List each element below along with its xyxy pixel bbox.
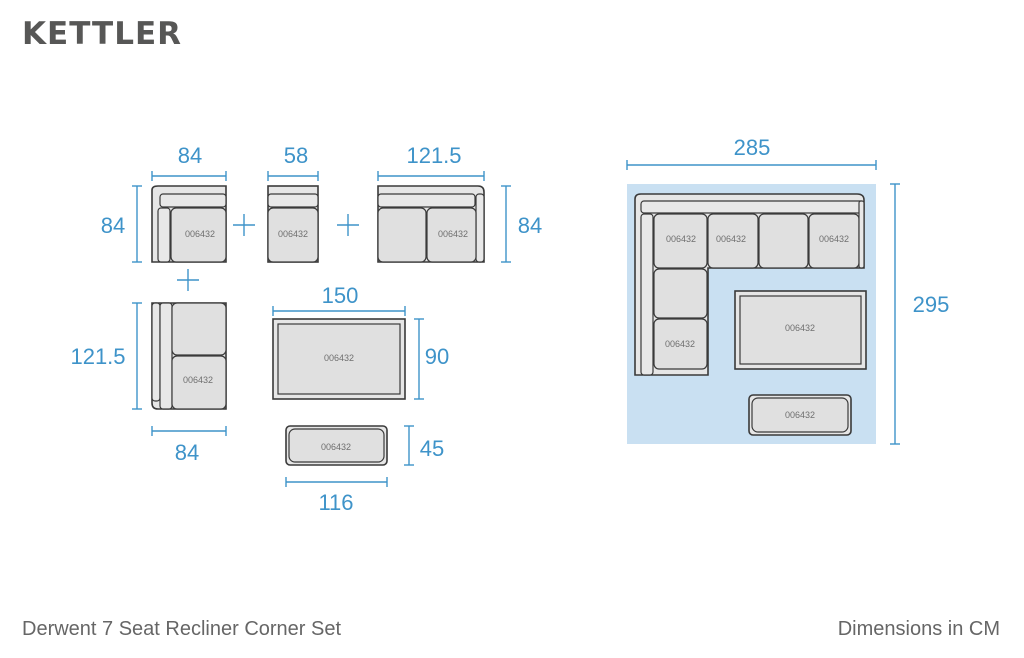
corner-module: 006432 84 84 xyxy=(101,143,227,263)
coffee-table: 006432 150 90 xyxy=(272,283,449,400)
units-note: Dimensions in CM xyxy=(837,618,1000,640)
side-two-seat-code: 006432 xyxy=(183,375,213,385)
armless-code: 006432 xyxy=(278,229,308,239)
layout-code-1: 006432 xyxy=(666,234,696,244)
armless-module: 006432 58 xyxy=(267,143,319,263)
two-seat-code: 006432 xyxy=(438,229,468,239)
table-depth-label: 90 xyxy=(425,344,449,369)
layout-table-code: 006432 xyxy=(785,323,815,333)
table-width-label: 150 xyxy=(322,283,359,308)
footstool-depth-label: 45 xyxy=(420,436,444,461)
product-title: Derwent 7 Seat Recliner Corner Set xyxy=(22,618,342,640)
footstool: 006432 116 45 xyxy=(285,425,444,515)
table-code: 006432 xyxy=(324,353,354,363)
layout-depth-label: 295 xyxy=(913,292,950,317)
plus-icons xyxy=(177,214,359,291)
layout-footstool-code: 006432 xyxy=(785,410,815,420)
two-seat-depth-label: 84 xyxy=(518,213,542,238)
footstool-code: 006432 xyxy=(321,442,351,452)
side-two-seat-length-label: 121.5 xyxy=(70,344,125,369)
footstool-width-label: 116 xyxy=(318,490,353,515)
corner-code: 006432 xyxy=(185,229,215,239)
side-two-seat-module: 006432 121.5 84 xyxy=(70,302,227,465)
kettler-logo: KETTLER xyxy=(22,16,183,52)
layout-code-2: 006432 xyxy=(716,234,746,244)
armless-width-label: 58 xyxy=(284,143,308,168)
corner-width-label: 84 xyxy=(178,143,202,168)
side-two-seat-width-label: 84 xyxy=(175,440,199,465)
two-seat-width-label: 121.5 xyxy=(406,143,461,168)
two-seat-module: 006432 121.5 84 xyxy=(377,143,542,263)
layout-width-label: 285 xyxy=(734,135,771,160)
assembled-layout: 006432 006432 006432 006432 006432 00643… xyxy=(626,135,950,445)
layout-code-3: 006432 xyxy=(819,234,849,244)
layout-code-4: 006432 xyxy=(665,339,695,349)
corner-depth-label: 84 xyxy=(101,213,125,238)
